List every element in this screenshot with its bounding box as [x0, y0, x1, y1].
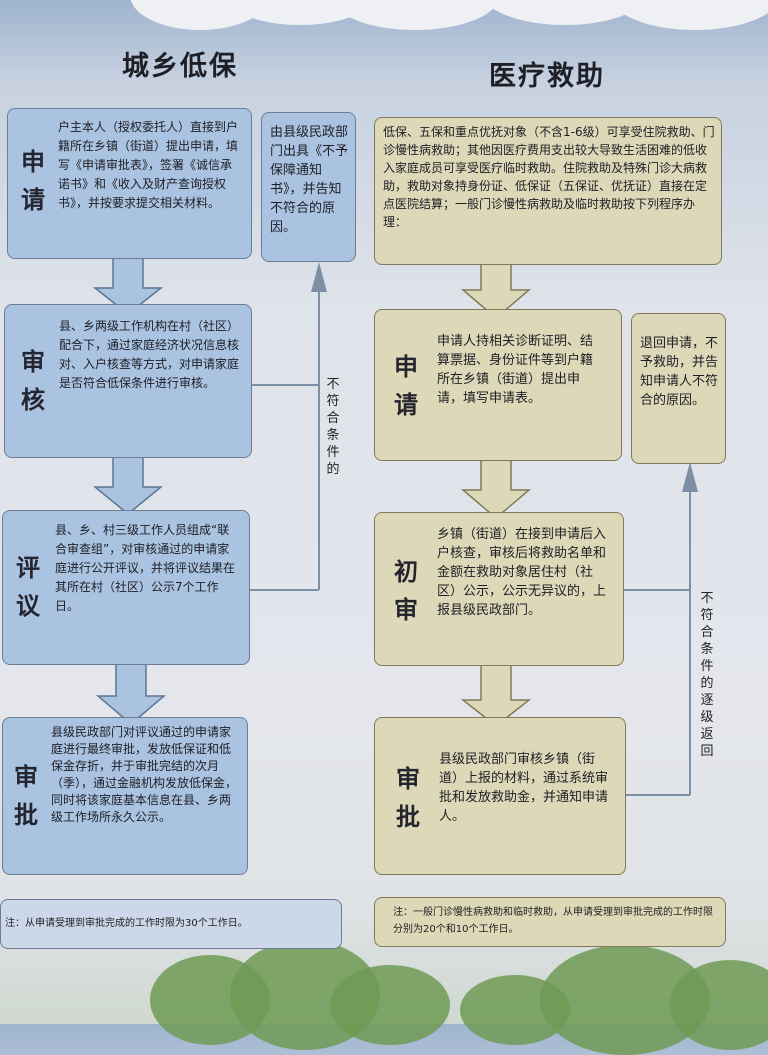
right-step-first-review: 初 审 乡镇（街道）在接到申请后入户核查，审核后将救助名单和金额在救助对象居住村…	[374, 512, 624, 666]
step-label: 审 批	[396, 765, 420, 831]
step-label: 审 核	[21, 348, 45, 414]
step-text: 乡镇（街道）在接到申请后入户核查，审核后将救助名单和金额在救助对象居住村（社区）…	[437, 527, 607, 618]
right-reject-label: 不符合条件的逐级返回	[700, 591, 714, 759]
left-note-box: 注：从申请受理到审批完成的工作时限为30个工作日。	[0, 899, 342, 949]
step-label: 申 请	[21, 148, 45, 214]
left-step-approve: 审 批 县级民政部门对评议通过的申请家庭进行最终审批，发放低保证和低保金存折，并…	[2, 717, 248, 875]
step-label: 申 请	[394, 353, 418, 419]
right-step-apply: 申 请 申请人持相关诊断证明、结算票据、身份证件等到户籍所在乡镇（街道）提出申请…	[374, 309, 622, 461]
intro-text: 低保、五保和重点优抚对象（不含1-6级）可享受住院救助、门诊慢性病救助；其他因医…	[383, 125, 715, 229]
step-text: 县、乡两级工作机构在村（社区）配合下，通过家庭经济状况信息核对、入户核查等方式，…	[59, 319, 240, 390]
step-label: 审 批	[14, 763, 38, 829]
step-text: 县级民政部门审核乡镇（街道）上报的材料，通过系统审批和发放救助金，并通知申请人。	[439, 752, 609, 824]
right-step-approve: 审 批 县级民政部门审核乡镇（街道）上报的材料，通过系统审批和发放救助金，并通知…	[374, 717, 626, 875]
note-text: 注：从申请受理到审批完成的工作时限为30个工作日。	[5, 918, 248, 929]
left-step-apply: 申 请 户主本人（授权委托人）直接到户籍所在乡镇（街道）提出申请，填写《申请审批…	[7, 108, 252, 259]
right-reject-box: 退回申请，不予救助，并告知申请人不符合的原因。	[631, 313, 726, 464]
reject-text: 由县级民政部门出具《不予保障通知书》，并告知不符合的原因。	[270, 125, 349, 235]
step-text: 县、乡、村三级工作人员组成“联合审查组”，对审核通过的申请家庭进行公开评议，并将…	[55, 523, 236, 613]
step-label: 初 审	[394, 558, 418, 624]
left-reject-box: 由县级民政部门出具《不予保障通知书》，并告知不符合的原因。	[261, 112, 356, 262]
right-intro-box: 低保、五保和重点优抚对象（不含1-6级）可享受住院救助、门诊慢性病救助；其他因医…	[374, 117, 722, 265]
reject-text: 退回申请，不予救助，并告知申请人不符合的原因。	[640, 336, 719, 408]
left-column-title: 城乡低保	[122, 51, 238, 82]
right-column-title: 医疗救助	[489, 61, 605, 92]
left-reject-label: 不符合条件的	[326, 377, 340, 477]
left-step-deliberate: 评 议 县、乡、村三级工作人员组成“联合审查组”，对审核通过的申请家庭进行公开评…	[2, 510, 250, 665]
step-text: 县级民政部门对评议通过的申请家庭进行最终审批，发放低保证和低保金存折，并于审批完…	[51, 725, 238, 824]
step-label: 评 议	[16, 554, 40, 620]
step-text: 申请人持相关诊断证明、结算票据、身份证件等到户籍所在乡镇（街道）提出申请，填写申…	[437, 334, 594, 406]
connector-lines	[92, 251, 698, 796]
note-text: 注：一般门诊慢性病救助和临时救助，从申请受理到审批完成的工作时限分别为20个和1…	[393, 907, 713, 935]
left-step-review: 审 核 县、乡两级工作机构在村（社区）配合下，通过家庭经济状况信息核对、入户核查…	[4, 304, 252, 458]
right-note-box: 注：一般门诊慢性病救助和临时救助，从申请受理到审批完成的工作时限分别为20个和1…	[374, 897, 726, 947]
step-text: 户主本人（授权委托人）直接到户籍所在乡镇（街道）提出申请，填写《申请审批表》，签…	[58, 120, 239, 210]
